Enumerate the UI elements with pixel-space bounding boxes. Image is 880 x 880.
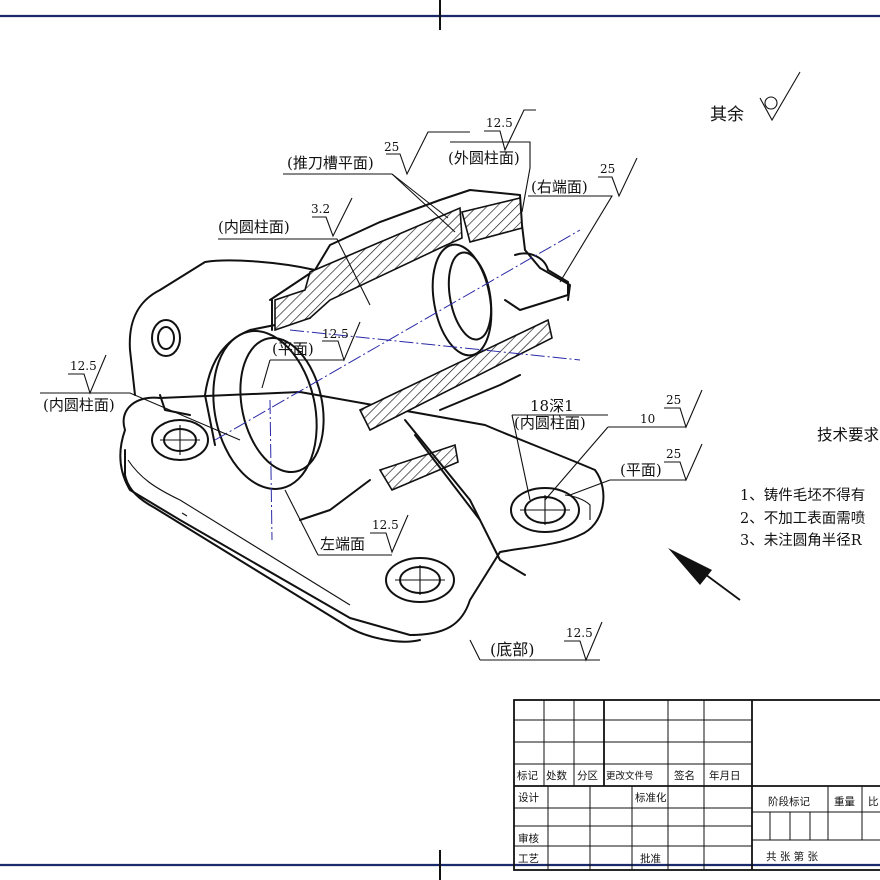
annotation-youduan: (右端面) 25 [528, 157, 638, 283]
svg-text:左端面: 左端面 [320, 535, 365, 553]
svg-text:标准化: 标准化 [635, 791, 667, 804]
svg-text:共 张 第 张: 共 张 第 张 [766, 850, 819, 863]
svg-text:25: 25 [600, 162, 615, 176]
svg-text:1、铸件毛坯不得有: 1、铸件毛坯不得有 [740, 487, 865, 504]
svg-text:(外圆柱面): (外圆柱面) [448, 149, 520, 167]
svg-text:25: 25 [384, 140, 399, 154]
svg-text:(底部): (底部) [490, 640, 535, 659]
svg-text:(推刀槽平面): (推刀槽平面) [287, 154, 374, 172]
svg-text:更改文件号: 更改文件号 [606, 770, 654, 782]
tech-requirements: 技术要求 1、铸件毛坯不得有 2、不加工表面需喷 3、未注圆角半径R [740, 426, 879, 549]
svg-text:3、未注圆角半径R: 3、未注圆角半径R [740, 532, 863, 549]
svg-text:12.5: 12.5 [372, 518, 399, 532]
svg-text:比: 比 [868, 795, 879, 808]
general-roughness: 其余 [710, 71, 801, 125]
annotation-dibu: (底部) 12.5 [469, 621, 603, 662]
annotation-neiyuan-top: (内圆柱面) 3.2 [218, 197, 371, 306]
mount-hole-left [151, 419, 209, 461]
svg-text:设计: 设计 [518, 791, 539, 804]
svg-text:处数: 处数 [546, 769, 567, 782]
svg-text:2、不加工表面需喷: 2、不加工表面需喷 [740, 510, 866, 527]
svg-text:批准: 批准 [640, 852, 661, 865]
svg-text:签名: 签名 [674, 769, 695, 782]
svg-text:年月日: 年月日 [709, 769, 741, 782]
mount-hole-bottom [385, 557, 455, 603]
annotation-pingmian-right: (平面) 25 [569, 443, 703, 496]
svg-text:10: 10 [640, 412, 655, 426]
part-isometric-view [119, 189, 605, 643]
mount-hole-top [151, 319, 181, 357]
title-block: 标记 处数 分区 更改文件号 签名 年月日 设计 标准化 审核 工艺 批准 阶段… [513, 699, 880, 871]
svg-text:(右端面): (右端面) [531, 178, 588, 196]
view-direction-arrow [668, 548, 741, 601]
annotation-zuoduan: 左端面 12.5 [284, 489, 409, 556]
mount-hole-right [510, 487, 580, 533]
svg-text:25: 25 [666, 393, 681, 407]
annotation-pingmian-mid: (平面) 12.5 [261, 321, 361, 389]
svg-text:12.5: 12.5 [566, 626, 593, 640]
svg-text:12.5: 12.5 [486, 116, 513, 130]
annotation-waiyuan: (外圆柱面) 12.5 [448, 109, 536, 213]
svg-text:阶段标记: 阶段标记 [768, 795, 810, 808]
svg-text:分区: 分区 [577, 770, 598, 782]
svg-text:标记: 标记 [517, 770, 538, 782]
svg-text:12.5: 12.5 [322, 327, 349, 341]
svg-text:(内圆柱面): (内圆柱面) [218, 218, 290, 236]
svg-text:技术要求: 技术要求 [817, 426, 879, 444]
annotation-hole: 18深1 (内圆柱面) 10 25 [511, 389, 703, 501]
svg-text:工艺: 工艺 [518, 853, 539, 865]
svg-text:25: 25 [666, 447, 681, 461]
svg-text:审核: 审核 [518, 832, 539, 845]
svg-text:18深1: 18深1 [530, 397, 574, 415]
svg-text:重量: 重量 [834, 795, 855, 808]
svg-text:(内圆柱面): (内圆柱面) [43, 396, 115, 414]
annotation-tuidaocao: (推刀槽平面) 25 [283, 131, 470, 233]
svg-text:(平面): (平面) [620, 461, 662, 479]
svg-text:3.2: 3.2 [311, 202, 330, 216]
svg-text:其余: 其余 [710, 105, 744, 125]
svg-text:(平面): (平面) [272, 340, 314, 358]
svg-text:12.5: 12.5 [70, 359, 97, 373]
svg-text:(内圆柱面): (内圆柱面) [514, 414, 586, 432]
annotation-neiyuan-left: (内圆柱面) 12.5 [40, 354, 241, 441]
